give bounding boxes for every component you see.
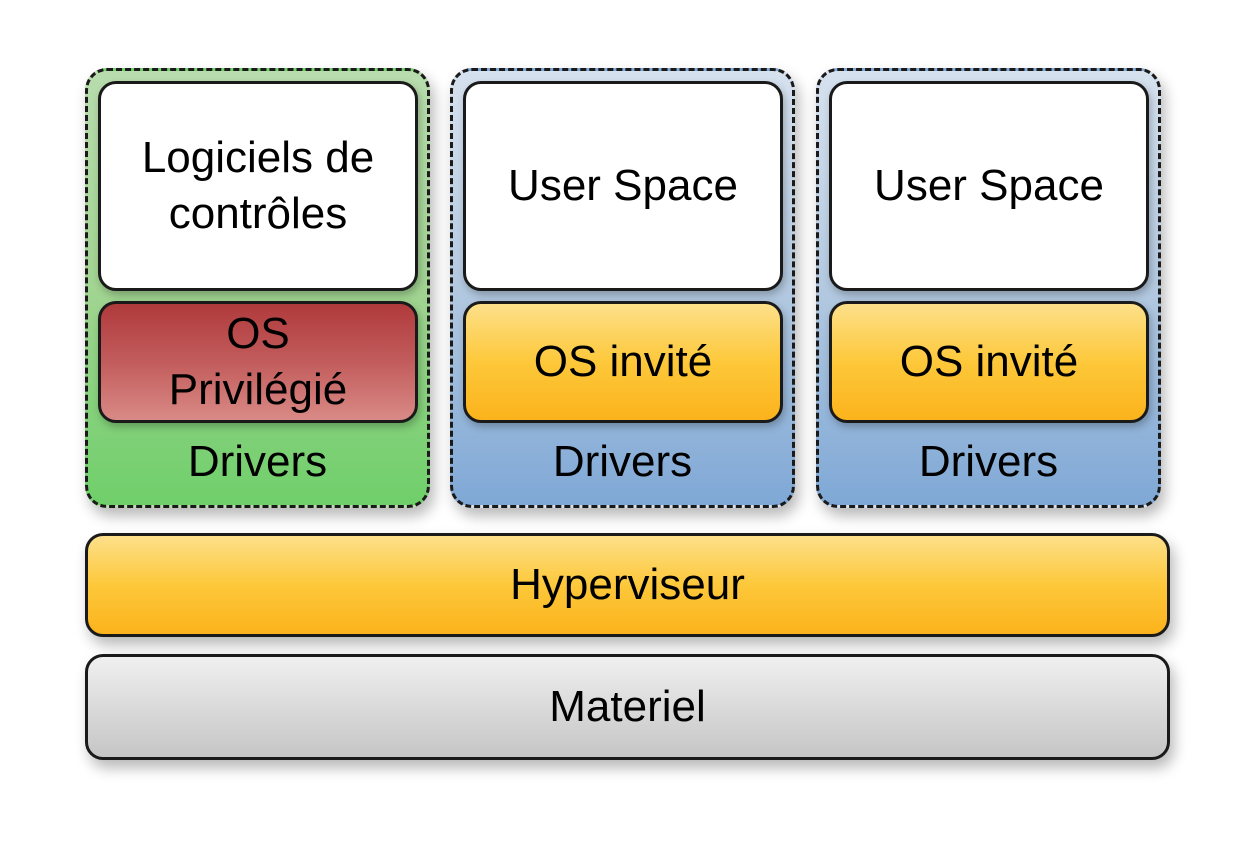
drivers-label: Drivers [552,437,693,486]
guest-os-box: OS invité [829,301,1149,423]
guest-os-label: OS invité [899,337,1079,386]
user-space-box: User Space [463,81,783,291]
guest-os-label: OS invité [533,337,713,386]
user-space-label: User Space [874,161,1104,210]
privileged-os-label: OS Privilégié [168,309,348,414]
hardware-label: Materiel [549,682,706,731]
guest-os-box: OS invité [463,301,783,423]
hypervisor-layer: Hyperviseur [85,533,1170,637]
hypervisor-label: Hyperviseur [510,560,745,609]
guest-domain: User Space OS invité Drivers [450,68,795,508]
privileged-domain: Logiciels de contrôles OS Privilégié Dri… [85,68,430,508]
drivers-label: Drivers [187,437,328,486]
privileged-os-box: OS Privilégié [98,301,418,423]
drivers-label: Drivers [918,437,1059,486]
guest-domain: User Space OS invité Drivers [816,68,1161,508]
control-software-box: Logiciels de contrôles [98,81,418,291]
hardware-layer: Materiel [85,654,1170,760]
user-space-box: User Space [829,81,1149,291]
control-software-label: Logiciels de contrôles [141,133,375,238]
user-space-label: User Space [508,161,738,210]
